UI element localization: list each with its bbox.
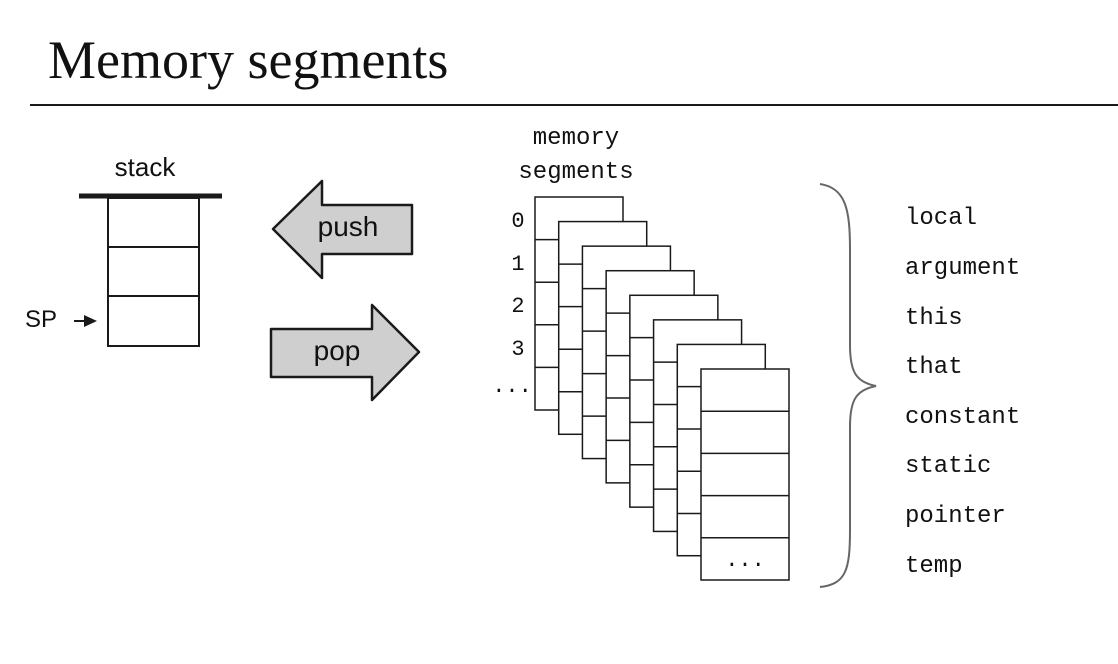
segment-list: local argument this that constant static…	[905, 205, 1020, 580]
stack-cell	[107, 246, 200, 297]
segment-pages: ...	[534, 196, 790, 581]
push-label: push	[318, 211, 379, 242]
brace-icon	[819, 183, 877, 588]
segment-name: that	[905, 354, 963, 381]
index-label: 1	[511, 252, 524, 277]
last-cell-ellipsis: ...	[725, 548, 765, 573]
segment-page-frame	[700, 368, 790, 581]
index-label: 2	[511, 294, 524, 319]
push-arrow: push	[271, 179, 414, 280]
index-label: ...	[492, 374, 532, 399]
segment-name: this	[905, 305, 963, 332]
pop-arrow: pop	[269, 303, 421, 402]
segment-name: constant	[905, 404, 1020, 431]
stack-cell	[107, 197, 200, 248]
stack-figure: stack SP	[25, 152, 222, 347]
memory-heading-line2: segments	[518, 159, 633, 186]
segment-name: static	[905, 453, 991, 480]
slide-title: Memory segments	[48, 30, 449, 90]
segment-name: local	[905, 205, 977, 232]
segment-page: ...	[700, 368, 790, 581]
pop-label: pop	[314, 335, 361, 366]
memory-heading-line1: memory	[533, 125, 619, 152]
segment-name: pointer	[905, 503, 1006, 530]
index-label: 0	[511, 209, 524, 234]
sp-arrow-icon	[74, 315, 97, 327]
right-arrow-icon	[269, 303, 421, 402]
index-label: 3	[511, 337, 524, 362]
left-arrow-icon	[271, 179, 414, 280]
stack-label: stack	[115, 152, 177, 182]
title-rule	[30, 104, 1118, 106]
segment-name: argument	[905, 255, 1020, 282]
segment-name: temp	[905, 553, 963, 580]
stack-cell	[107, 295, 200, 347]
sp-label: SP	[25, 306, 57, 333]
index-labels: 0 1 2 3 ...	[492, 209, 532, 399]
